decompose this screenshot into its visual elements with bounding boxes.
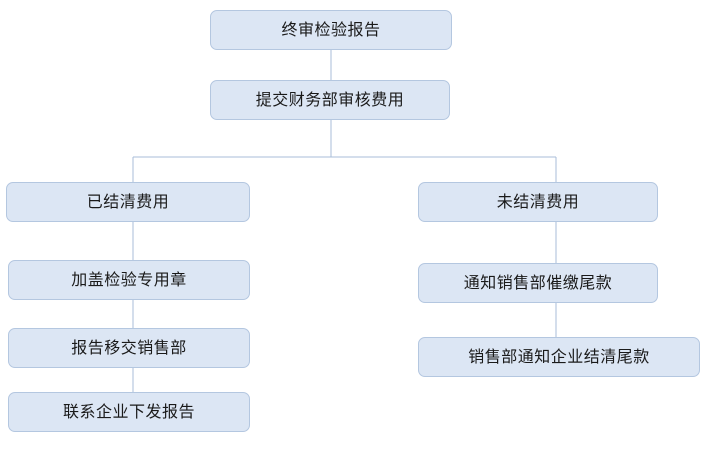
node-sales-notify-settle[interactable]: 销售部通知企业结清尾款 bbox=[418, 337, 700, 377]
node-label-fees-unsettled: 未结清费用 bbox=[496, 192, 580, 212]
node-label-report-to-sales: 报告移交销售部 bbox=[71, 338, 187, 358]
node-fees-settled[interactable]: 已结清费用 bbox=[6, 182, 250, 222]
node-submit-finance-review[interactable]: 提交财务部审核费用 bbox=[210, 80, 450, 120]
node-report-to-sales[interactable]: 报告移交销售部 bbox=[8, 328, 250, 368]
node-label-fees-settled: 已结清费用 bbox=[86, 192, 170, 212]
node-affix-inspection-seal[interactable]: 加盖检验专用章 bbox=[8, 260, 250, 300]
node-label-submit-finance-review: 提交财务部审核费用 bbox=[255, 90, 405, 110]
node-label-contact-issue-report: 联系企业下发报告 bbox=[62, 402, 195, 422]
node-label-final-inspection-report: 终审检验报告 bbox=[281, 20, 381, 40]
node-label-affix-inspection-seal: 加盖检验专用章 bbox=[71, 270, 187, 290]
node-notify-sales-collect[interactable]: 通知销售部催缴尾款 bbox=[418, 263, 658, 303]
node-fees-unsettled[interactable]: 未结清费用 bbox=[418, 182, 658, 222]
node-label-sales-notify-settle: 销售部通知企业结清尾款 bbox=[468, 347, 650, 367]
node-label-notify-sales-collect: 通知销售部催缴尾款 bbox=[463, 273, 613, 293]
node-contact-issue-report[interactable]: 联系企业下发报告 bbox=[8, 392, 250, 432]
node-final-inspection-report[interactable]: 终审检验报告 bbox=[210, 10, 452, 50]
